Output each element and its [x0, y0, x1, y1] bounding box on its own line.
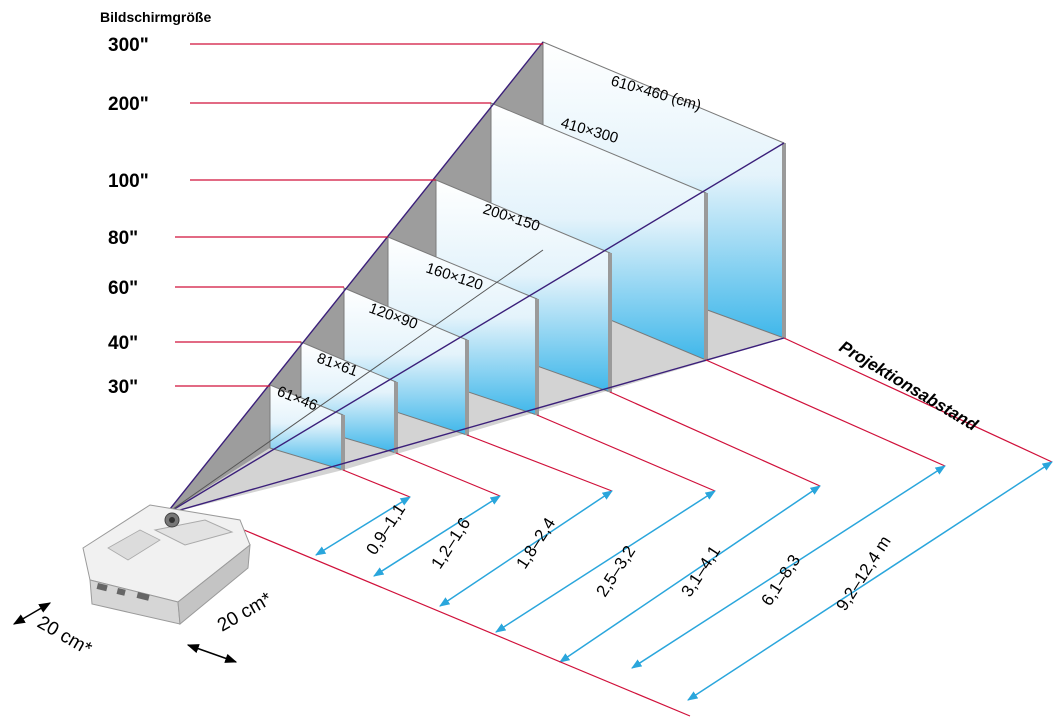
distance-label: 6,1–8,3 [757, 551, 804, 609]
base-line [243, 529, 691, 717]
distance-arrow [687, 461, 1053, 701]
distance-guide-line [609, 391, 821, 487]
screen-size-label: 80" [108, 228, 138, 249]
distance-guide-line [783, 337, 1053, 463]
distance-guide-line [705, 359, 946, 467]
distance-label: 1,8–2,4 [512, 514, 559, 572]
rear-clearance-arrow [186, 644, 238, 663]
frustum-edge-3 [165, 249, 544, 515]
frustum-edge-2 [165, 337, 785, 515]
projection-frustum [165, 41, 785, 515]
distance-label: 0,9–1,1 [362, 500, 409, 558]
distance-0: 9,2–12,4 m [687, 337, 1053, 701]
rear-clearance-label: 20 cm* [214, 588, 276, 636]
distance-2: 3,1–4,1 [559, 391, 821, 663]
distance-label: 3,1–4,1 [677, 542, 724, 600]
distance-label: 9,2–12,4 m [832, 532, 894, 614]
projector-icon [82, 504, 251, 625]
frustum-edge-0 [165, 41, 544, 515]
screens-group: 610×460 (cm)410×300200×150160×120120×908… [269, 41, 786, 471]
distance-arrow [315, 496, 411, 556]
screen-size-heading: Bildschirmgröße [100, 9, 211, 25]
size-guides: 300" 200" 100" 80" 60" 40" 30" [108, 35, 543, 398]
side-clearance-arrow [12, 602, 52, 625]
distance-arrow [439, 490, 613, 607]
distance-guide-line [342, 469, 411, 498]
screen-size-label: 60" [108, 278, 138, 299]
distance-guide-line [536, 414, 716, 492]
frustum-edge-1 [165, 142, 785, 515]
screen-size-label: 40" [108, 333, 138, 354]
distance-guide-line [395, 452, 501, 497]
projection-distance-title: Projektionsabstand [836, 337, 982, 435]
distance-label: 2,5–3,2 [592, 542, 639, 600]
distance-6: 0,9–1,1 [315, 469, 411, 558]
side-clearance-label: 20 cm* [34, 612, 96, 660]
distance-3: 2,5–3,2 [495, 414, 716, 633]
screen-size-label: 300" [108, 35, 149, 56]
screen-size-label: 30" [108, 377, 138, 398]
distance-label: 1,2–1,6 [427, 514, 474, 572]
screen-size-label: 100" [108, 171, 149, 192]
screen-size-label: 200" [108, 94, 149, 115]
distance-arrow [373, 495, 501, 577]
distance-guide-line [466, 434, 613, 492]
